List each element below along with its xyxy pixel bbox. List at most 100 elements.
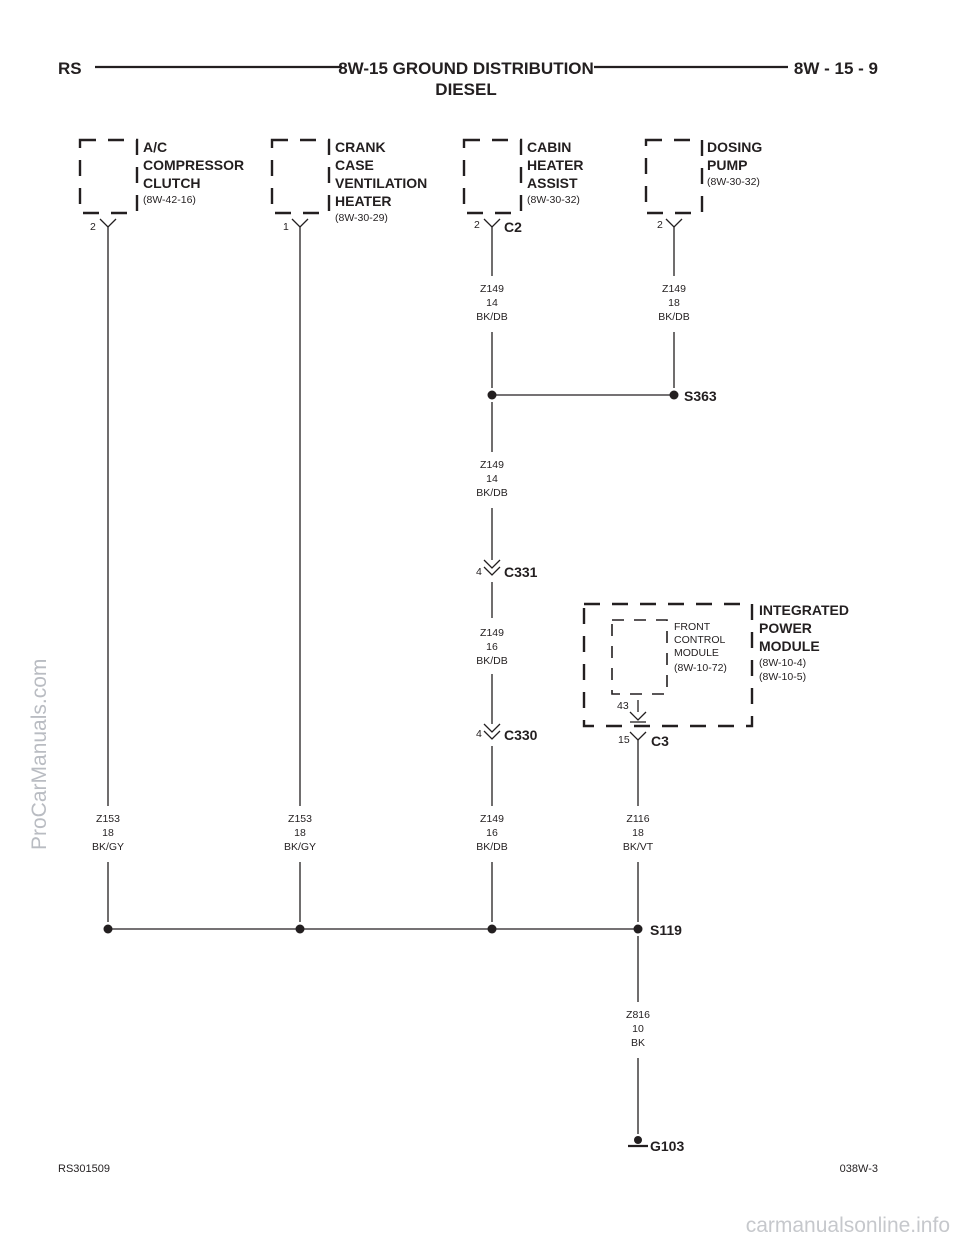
dosing-ref: (8W-30-32) bbox=[707, 176, 760, 188]
header-title: 8W-15 GROUND DISTRIBUTION bbox=[338, 59, 594, 78]
c330-label: C330 bbox=[504, 727, 538, 743]
cabin-label-line-1: CABIN bbox=[527, 139, 571, 155]
ac-label-line-1: A/C bbox=[143, 139, 167, 155]
wire-circuit: Z153 bbox=[96, 813, 120, 825]
wire-label-crank-bottom: Z153 18 BK/GY bbox=[284, 813, 316, 853]
wire-gauge: 18 bbox=[632, 827, 644, 839]
wire-label-mid2: Z149 16 BK/DB bbox=[476, 627, 508, 667]
wire-circuit: Z149 bbox=[480, 459, 504, 471]
wire-circuit: Z116 bbox=[626, 813, 649, 825]
crank-label-line-4: HEATER bbox=[335, 193, 392, 209]
wire-color: BK/DB bbox=[476, 487, 508, 499]
s363-junction-left bbox=[487, 390, 497, 400]
connector-c330: 4 C330 bbox=[476, 723, 538, 743]
wire-color: BK/GY bbox=[92, 841, 124, 853]
crank-label-line-2: CASE bbox=[335, 157, 374, 173]
ipm-ref-2: (8W-10-5) bbox=[759, 671, 806, 683]
wire-circuit: Z153 bbox=[288, 813, 312, 825]
footer-right: 038W-3 bbox=[840, 1163, 878, 1175]
crank-label-line-1: CRANK bbox=[335, 139, 386, 155]
wire-gauge: 16 bbox=[486, 827, 498, 839]
c330-chevron-upper-icon bbox=[483, 723, 501, 733]
wire-color: BK/GY bbox=[284, 841, 316, 853]
wire-gauge: 14 bbox=[486, 473, 498, 485]
crank-ref: (8W-30-29) bbox=[335, 212, 388, 224]
s119-label: S119 bbox=[650, 922, 682, 938]
fcm-pin: 43 bbox=[617, 700, 629, 712]
wire-gauge: 10 bbox=[632, 1023, 644, 1035]
wire-label-ground: Z816 10 BK bbox=[626, 1009, 650, 1049]
ac-label-line-3: CLUTCH bbox=[143, 175, 201, 191]
dosing-label-line-2: PUMP bbox=[707, 157, 747, 173]
ipm-pin: 15 bbox=[618, 734, 630, 746]
wire-circuit: Z149 bbox=[662, 283, 686, 295]
c330-pin: 4 bbox=[476, 728, 482, 740]
splice-s119: S119 bbox=[103, 922, 682, 938]
ac-terminal-icon bbox=[99, 218, 117, 228]
ipm-outline bbox=[582, 602, 754, 728]
fcm-label-line-3: MODULE bbox=[674, 647, 719, 659]
crank-heater-outline bbox=[270, 138, 331, 215]
ac-label-line-2: COMPRESSOR bbox=[143, 157, 244, 173]
ipm-label-line-2: POWER bbox=[759, 620, 812, 636]
ground-g103: G103 bbox=[628, 1136, 684, 1154]
c331-pin: 4 bbox=[476, 566, 482, 578]
ipm-label-line-3: MODULE bbox=[759, 638, 820, 654]
cabin-ref: (8W-30-32) bbox=[527, 194, 580, 206]
page-header: RS 8W-15 GROUND DISTRIBUTION 8W - 15 - 9… bbox=[58, 59, 878, 99]
crank-pin: 1 bbox=[283, 221, 289, 233]
crank-terminal-icon bbox=[291, 218, 309, 228]
s363-junction-right bbox=[669, 390, 679, 400]
dosing-pump-outline bbox=[644, 138, 704, 215]
wire-label-dosing-top: Z149 18 BK/DB bbox=[658, 283, 690, 323]
ipm-ref-1: (8W-10-4) bbox=[759, 657, 806, 669]
c331-label: C331 bbox=[504, 564, 538, 580]
crank-label-line-3: VENTILATION bbox=[335, 175, 427, 191]
watermark-bottom: carmanualsonline.info bbox=[746, 1214, 950, 1237]
s119-junction-4 bbox=[633, 924, 643, 934]
wire-label-mid: Z149 14 BK/DB bbox=[476, 459, 508, 499]
wire-label-cabin-top: Z149 14 BK/DB bbox=[476, 283, 508, 323]
component-dosing-pump: DOSING PUMP (8W-30-32) 2 bbox=[644, 138, 762, 231]
wire-gauge: 18 bbox=[668, 297, 680, 309]
wire-label-c330-bottom: Z149 16 BK/DB bbox=[476, 813, 508, 853]
ac-ref: (8W-42-16) bbox=[143, 194, 196, 206]
ground-junction bbox=[634, 1136, 642, 1144]
wire-label-ac-bottom: Z153 18 BK/GY bbox=[92, 813, 124, 853]
cabin-label-line-3: ASSIST bbox=[527, 175, 578, 191]
fcm-terminal-icon bbox=[629, 711, 647, 721]
c331-chevron-upper-icon bbox=[483, 559, 501, 569]
watermark-side: ProCarManuals.com bbox=[28, 659, 51, 850]
s119-junction-3 bbox=[487, 924, 497, 934]
fcm-label-line-1: FRONT bbox=[674, 621, 711, 633]
s119-junction-1 bbox=[103, 924, 113, 934]
wire-color: BK bbox=[631, 1037, 645, 1049]
cabin-pin: 2 bbox=[474, 219, 480, 231]
component-cabin-heater-assist: CABIN HEATER ASSIST (8W-30-32) 2 C2 bbox=[462, 138, 584, 235]
cabin-heater-outline bbox=[462, 138, 523, 215]
wire-gauge: 14 bbox=[486, 297, 498, 309]
splice-s363: S363 bbox=[487, 388, 717, 404]
wire-circuit: Z149 bbox=[480, 283, 504, 295]
wire-color: BK/VT bbox=[623, 841, 654, 853]
dosing-pin: 2 bbox=[657, 219, 663, 231]
footer-left: RS301509 bbox=[58, 1163, 110, 1175]
ipm-label-line-1: INTEGRATED bbox=[759, 602, 849, 618]
component-integrated-power-module: INTEGRATED POWER MODULE (8W-10-4) (8W-10… bbox=[582, 602, 849, 749]
wire-circuit: Z149 bbox=[480, 627, 504, 639]
wire-circuit: Z816 bbox=[626, 1009, 650, 1021]
header-right: 8W - 15 - 9 bbox=[794, 59, 878, 78]
cabin-label-line-2: HEATER bbox=[527, 157, 584, 173]
ground-label: G103 bbox=[650, 1138, 684, 1154]
s119-junction-2 bbox=[295, 924, 305, 934]
ipm-terminal-icon bbox=[629, 731, 647, 741]
ac-compressor-outline bbox=[78, 138, 139, 215]
component-crank-case-ventilation-heater: CRANK CASE VENTILATION HEATER (8W-30-29)… bbox=[270, 138, 427, 233]
header-left: RS bbox=[58, 59, 82, 78]
component-ac-compressor-clutch: A/C COMPRESSOR CLUTCH (8W-42-16) 2 bbox=[78, 138, 244, 233]
wire-gauge: 18 bbox=[102, 827, 114, 839]
ac-pin: 2 bbox=[90, 221, 96, 233]
dosing-terminal-icon bbox=[665, 218, 683, 228]
ipm-connector-c3: C3 bbox=[651, 733, 669, 749]
dosing-label-line-1: DOSING bbox=[707, 139, 762, 155]
